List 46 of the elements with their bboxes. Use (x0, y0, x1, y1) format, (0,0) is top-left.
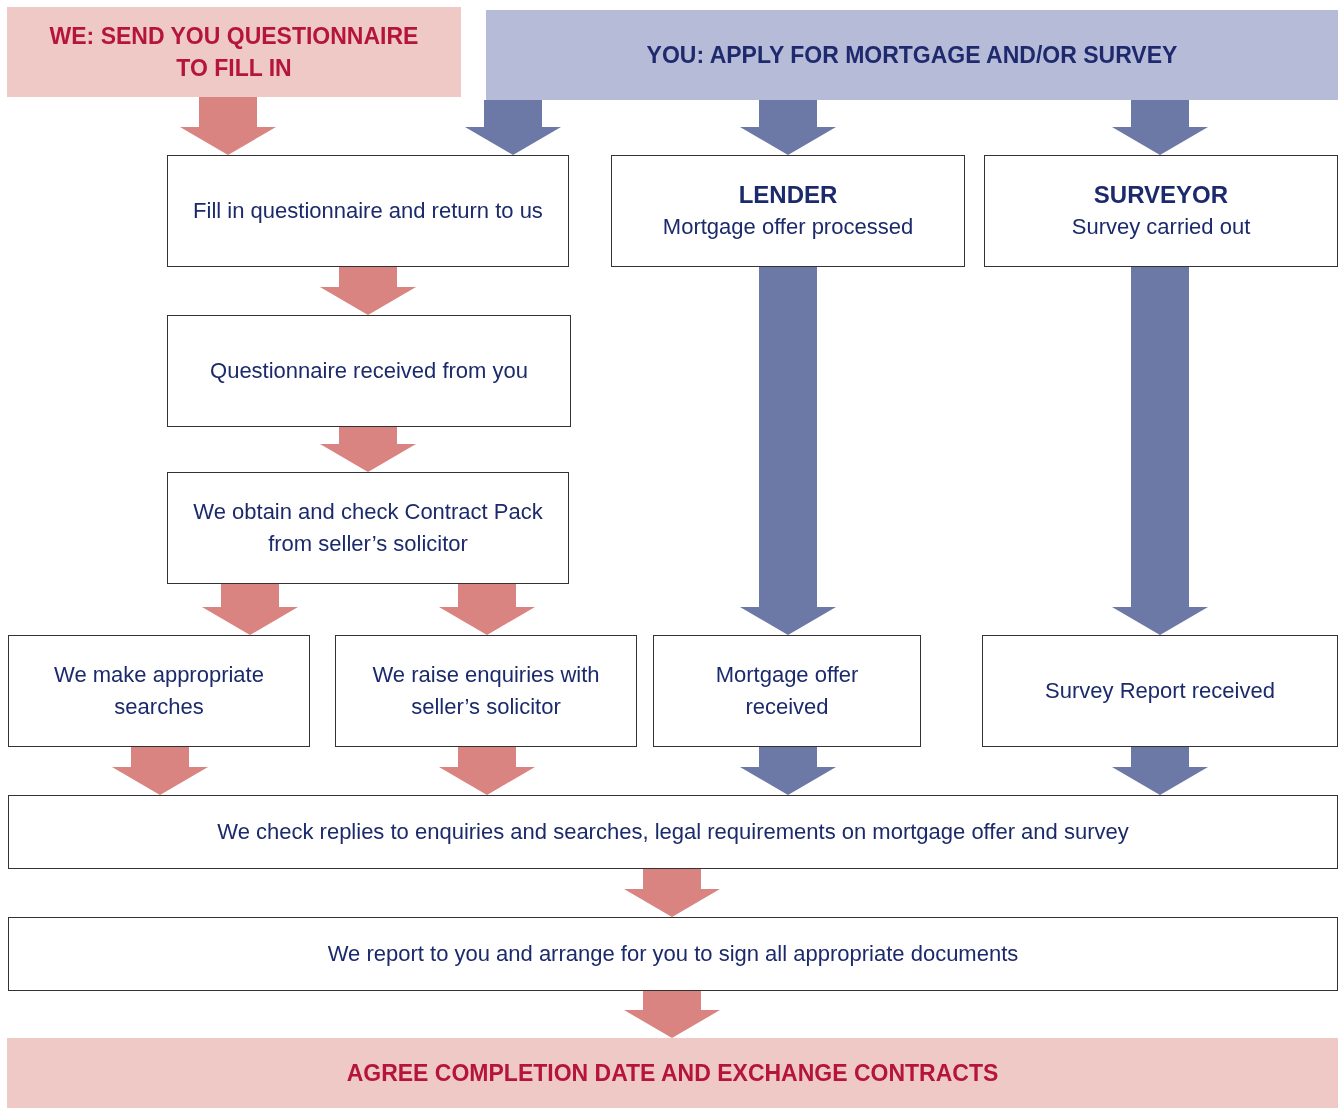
step-text: WE: SEND YOU QUESTIONNAIRE TO FILL IN (48, 22, 420, 83)
block-arrow (1112, 267, 1208, 635)
process-box (167, 155, 569, 267)
process-box (167, 472, 569, 584)
block-arrow (439, 584, 535, 635)
step-text: We check replies to enquiries and searches, legal requirements on mortgage offer and survey (217, 818, 1129, 846)
role-heading: SURVEYOR (1093, 180, 1229, 210)
process-box (167, 315, 571, 427)
block-arrow (112, 747, 208, 795)
block-arrow (180, 97, 276, 155)
process-box (982, 635, 1338, 747)
step-text: We report to you and arrange for you to sign all appropriate documents (327, 940, 1019, 968)
step-text: We make appropriate searches (53, 661, 265, 721)
process-box (8, 917, 1338, 991)
block-arrow (1112, 100, 1208, 155)
block-arrow (320, 267, 416, 315)
step-text: Survey carried out (1071, 213, 1251, 241)
step-text: We raise enquiries with seller’s solicitor (371, 661, 601, 721)
header-banner (486, 10, 1338, 100)
block-arrow (1112, 747, 1208, 795)
block-arrow (320, 427, 416, 472)
block-arrow (740, 747, 836, 795)
step-text: YOU: APPLY FOR MORTGAGE AND/OR SURVEY (646, 41, 1178, 70)
step-text: Survey Report received (1045, 677, 1275, 705)
step-text: Questionnaire received from you (210, 357, 528, 385)
block-arrow (465, 100, 561, 155)
block-arrow (740, 267, 836, 635)
process-box (653, 635, 921, 747)
process-box (335, 635, 637, 747)
step-text: AGREE COMPLETION DATE AND EXCHANGE CONTRACTS (346, 1059, 999, 1088)
action-banner (7, 1038, 1338, 1108)
step-text: Mortgage offer processed (662, 213, 914, 241)
process-box (8, 635, 310, 747)
role-heading: LENDER (738, 180, 838, 210)
block-arrow (624, 869, 720, 917)
step-text: We obtain and check Contract Pack from seller’s solicitor (192, 498, 544, 558)
block-arrow (439, 747, 535, 795)
block-arrow (740, 100, 836, 155)
step-text: Mortgage offer received (714, 661, 860, 721)
block-arrow (624, 991, 720, 1038)
block-arrow (202, 584, 298, 635)
process-box (611, 155, 965, 267)
process-box (984, 155, 1338, 267)
process-box (8, 795, 1338, 869)
action-banner (7, 7, 461, 97)
step-text: Fill in questionnaire and return to us (193, 197, 543, 225)
